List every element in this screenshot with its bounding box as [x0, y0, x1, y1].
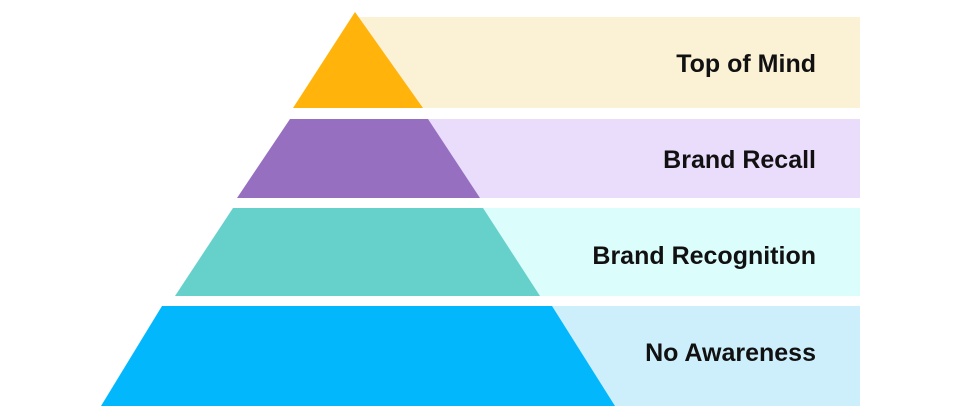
label-brand-recognition: Brand Recognition — [592, 242, 816, 270]
layer-labels: Top of Mind Brand Recall Brand Recogniti… — [592, 50, 816, 367]
band-brand-recognition — [483, 208, 860, 296]
pyramid-layer-top-of-mind — [293, 12, 423, 108]
pyramid-layer-no-awareness — [101, 306, 615, 406]
pyramid-layer-brand-recognition — [175, 208, 540, 296]
label-brand-recall: Brand Recall — [663, 146, 816, 174]
pyramid-layer-brand-recall — [237, 119, 480, 198]
label-top-of-mind: Top of Mind — [676, 50, 816, 78]
label-no-awareness: No Awareness — [645, 339, 816, 367]
pyramid-layers — [101, 12, 615, 406]
band-brand-recall — [428, 119, 860, 198]
band-top-of-mind — [358, 17, 860, 108]
